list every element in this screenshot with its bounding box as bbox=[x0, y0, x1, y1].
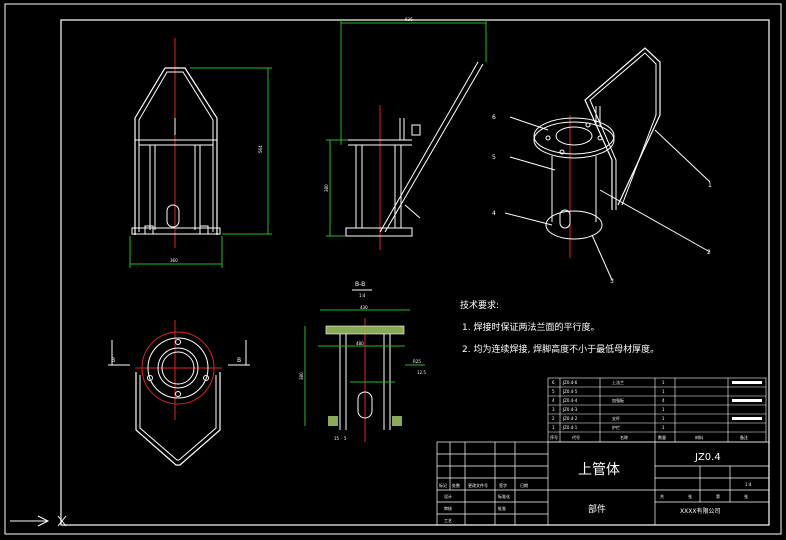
section-title: B-B bbox=[355, 281, 365, 288]
bom-r5-code: JZ0.4-2 bbox=[562, 416, 578, 421]
front-view: 360 564 bbox=[129, 38, 272, 268]
bom-r3-qty: 4 bbox=[662, 398, 665, 403]
section-dim-inner: 480 bbox=[356, 341, 364, 346]
bom-r1-no: 6 bbox=[552, 380, 555, 385]
bom-r3-name: 加强板 bbox=[612, 397, 624, 403]
bom-r5-qty: 1 bbox=[662, 416, 665, 421]
top-view: B B bbox=[108, 320, 250, 466]
tb-label-sheet: 张 bbox=[744, 493, 748, 499]
bom-h-note: 备注 bbox=[740, 434, 748, 440]
balloon-6: 6 bbox=[492, 114, 496, 121]
section-dim-top: 430 bbox=[360, 305, 368, 310]
balloon-4: 4 bbox=[492, 210, 496, 217]
bom-r6-name: 护栏 bbox=[612, 424, 620, 430]
section-roughness: 12.5 bbox=[417, 370, 426, 375]
balloon-1: 1 bbox=[708, 182, 712, 189]
bom-r4-qty: 1 bbox=[662, 407, 665, 412]
tb-label-total: 共 bbox=[660, 493, 664, 499]
tb-label-std: 标准化 bbox=[498, 493, 510, 499]
bom-table bbox=[547, 377, 767, 443]
type-label: 部件 bbox=[588, 503, 606, 515]
bom-h-code: 代号 bbox=[572, 434, 580, 440]
bom-r5-name: 支杆 bbox=[612, 415, 620, 421]
section-mark-left: B bbox=[111, 357, 115, 364]
section-dim-5: 5 bbox=[344, 436, 347, 441]
ucs-icon bbox=[10, 515, 67, 527]
side-height-dim: 380 bbox=[324, 184, 329, 192]
title-block bbox=[436, 441, 770, 526]
isometric-view: 6 5 4 1 2 3 bbox=[492, 47, 712, 285]
bom-r6-qty: 1 bbox=[662, 425, 665, 430]
tb-label-process: 工艺 bbox=[444, 518, 452, 523]
drawing-number: JZ0.4 bbox=[694, 452, 721, 463]
company-name: XXXX有限公司 bbox=[680, 507, 720, 515]
bom-r4-code: JZ0.4-3 bbox=[562, 407, 578, 412]
balloon-3: 3 bbox=[610, 278, 614, 285]
tb-label-date: 日期 bbox=[520, 482, 528, 488]
tb-label-mark: 标记 bbox=[439, 482, 447, 488]
tb-label-approve: 批准 bbox=[498, 505, 506, 511]
title-block-text: 上管体 JZ0.4 部件 XXXX有限公司 1:4 标记 处数 更改文件号 签字… bbox=[439, 452, 752, 523]
section-dim-15: 15 bbox=[334, 436, 340, 441]
bom-h-qty: 数量 bbox=[658, 434, 666, 440]
bom-r2-code: JZ0.4-5 bbox=[562, 389, 578, 394]
bom-r2-no: 5 bbox=[552, 389, 555, 394]
section-view: B-B 1:4 430 480 380 R25 5 15 12.5 bbox=[299, 281, 426, 442]
section-dim-r25: R25 bbox=[413, 359, 421, 364]
front-width-dim: 360 bbox=[170, 258, 178, 263]
bom-r4-no: 3 bbox=[552, 407, 555, 412]
tb-label-sheet-no: 第 bbox=[716, 493, 720, 499]
part-name: 上管体 bbox=[578, 462, 620, 478]
tech-item-2: 2. 均为连续焊接, 焊脚高度不小于最低母材厚度。 bbox=[462, 343, 659, 355]
bom-r6-no: 1 bbox=[552, 425, 555, 430]
bom-r3-code: JZ0.4-4 bbox=[562, 398, 578, 403]
bom-r2-qty: 1 bbox=[662, 389, 665, 394]
section-dim-height: 380 bbox=[299, 372, 304, 380]
tech-requirements: 技术要求: 1. 焊接时保证两法兰面的平行度。 2. 均为连续焊接, 焊脚高度不… bbox=[460, 299, 659, 355]
inner-border bbox=[60, 19, 770, 526]
scale-value: 1:4 bbox=[745, 482, 752, 487]
bom-r1-qty: 1 bbox=[662, 380, 665, 385]
bom-h-material: 材料 bbox=[695, 434, 703, 440]
tb-label-design: 设计 bbox=[444, 493, 452, 499]
bom-h-no: 序号 bbox=[550, 434, 558, 440]
bom-r1-name: 上法兰 bbox=[612, 379, 624, 385]
front-height-dim: 564 bbox=[258, 145, 263, 153]
tb-label-count: 处数 bbox=[452, 482, 460, 488]
bom-h-name: 名称 bbox=[620, 434, 628, 440]
bom-r6-code: JZ0.4-1 bbox=[562, 425, 578, 430]
balloon-2: 2 bbox=[707, 249, 711, 256]
side-view: 636 380 bbox=[324, 17, 487, 250]
outer-border bbox=[4, 3, 782, 535]
section-scale: 1:4 bbox=[359, 293, 366, 298]
balloon-5: 5 bbox=[492, 154, 496, 161]
bom-r5-no: 2 bbox=[552, 416, 555, 421]
tech-title: 技术要求: bbox=[460, 299, 499, 311]
tb-label-change: 更改文件号 bbox=[468, 482, 488, 488]
bom-r1-code: JZ0.4-6 bbox=[562, 380, 578, 385]
tb-label-sheets: 张 bbox=[688, 493, 692, 499]
tech-item-1: 1. 焊接时保证两法兰面的平行度。 bbox=[462, 321, 599, 333]
bom-text: 6 JZ0.4-6 上法兰 1 5 JZ0.4-5 1 4 JZ0.4-4 加强… bbox=[550, 379, 762, 440]
side-width-dim: 636 bbox=[405, 17, 413, 22]
tb-label-sign: 签字 bbox=[499, 482, 507, 488]
section-mark-right: B bbox=[237, 357, 241, 364]
bom-r3-no: 4 bbox=[552, 398, 555, 403]
tb-label-review: 审核 bbox=[444, 505, 452, 511]
